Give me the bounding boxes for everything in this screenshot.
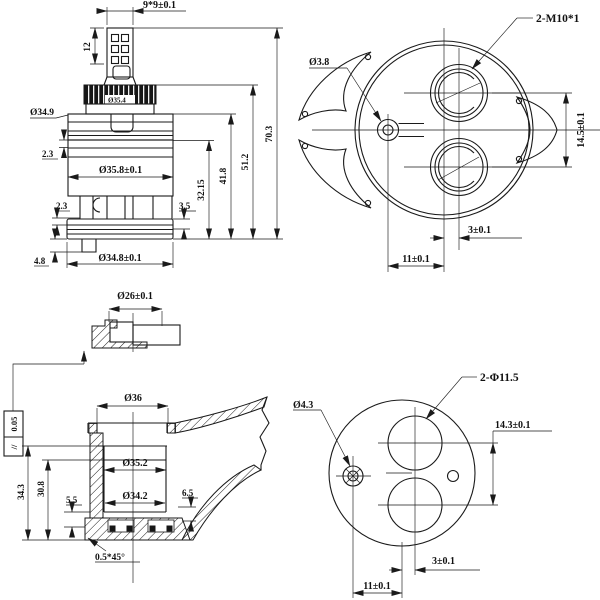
parallelism-symbol: //: [9, 444, 19, 450]
spout-wall-lower: [181, 464, 262, 541]
dim-ring-dia: Ø26±0.1: [117, 291, 153, 302]
spout-wall-upper: [174, 396, 268, 434]
dim-base-dia: Ø34.8±0.1: [98, 253, 141, 264]
dim-h-shoulder: 32.15: [197, 179, 207, 201]
callout-holes: 2-Φ11.5: [480, 372, 519, 384]
label-pilot-dia: Ø3.8: [309, 57, 329, 68]
label-collar-dia: Ø34.9: [30, 108, 54, 118]
dim-body-dia: Ø35.8±0.1: [99, 165, 142, 176]
dim-depth-total: 34.3: [16, 484, 26, 500]
cartridge-base-section: Ø36: [84, 393, 270, 583]
cutout-wings: [298, 51, 558, 209]
label-pilot-dia-bottom: Ø4.3: [293, 400, 313, 411]
section-view: Ø26±0.1 0.05 // Ø36: [3, 291, 270, 583]
dim-outer-dia: Ø36: [124, 393, 142, 404]
dim-stem-height: 12: [83, 42, 93, 52]
stem-hole: [110, 33, 120, 43]
dim-h-gear: 51.2: [241, 153, 251, 170]
bottom-circular-view: 2-Φ11.5 Ø4.3 14.3±0.1 3±0.1 11±0.1: [293, 372, 552, 598]
dim-flange-lip: 3.5: [179, 201, 191, 211]
dim-hole-offset: 3±0.1: [468, 225, 491, 236]
dim-leg-step: 2.3: [56, 201, 68, 211]
retaining-ring-part: Ø26±0.1: [91, 291, 181, 352]
top-view-dimensions: 2-M10*1 Ø3.8 14.5±0.1 3±0.1 11±0.1: [309, 13, 587, 269]
side-view: 9*9±0.1 12 Ø34.9 Ø35.4 2.3 Ø35.8±0.1 2.3…: [30, 0, 283, 268]
dim-h-total: 70.3: [265, 125, 275, 142]
section-view-dimensions: Ø35.2 Ø34.2 6.5 5.5 34.3 30.8 0.5*45°: [16, 445, 198, 563]
bottom-view-dimensions: 2-Φ11.5 Ø4.3 14.3±0.1 3±0.1 11±0.1: [293, 372, 552, 596]
label-gear-dia: Ø35.4: [108, 97, 126, 105]
water-hole-bottom: [387, 477, 443, 533]
callout-thread: 2-M10*1: [536, 13, 580, 25]
side-view-outline: [66, 27, 174, 253]
screw-hole: [342, 465, 364, 487]
dim-step-right: 6.5: [182, 488, 194, 498]
dim-hole-spacing-bottom: 14.3±0.1: [495, 420, 531, 431]
side-view-dimensions: 9*9±0.1 12 Ø34.9 Ø35.4 2.3 Ø35.8±0.1 2.3…: [30, 0, 283, 268]
dim-step-left: 5.5: [66, 495, 78, 505]
dim-lower-bore: Ø34.2: [122, 491, 147, 502]
threaded-hole-top: [429, 63, 489, 123]
dim-pilot-offset: 11±0.1: [402, 254, 429, 265]
parallelism-tolerance: 0.05: [9, 417, 19, 432]
water-hole-top: [387, 415, 443, 471]
dim-chamfer: 0.5*45°: [95, 552, 125, 563]
pilot-hole: [376, 118, 424, 142]
dim-stem-square: 9*9±0.1: [143, 0, 176, 11]
dim-upper-bore: Ø35.2: [122, 458, 147, 469]
dim-depth-inner: 30.8: [36, 481, 46, 497]
dim-h-cap: 41.8: [219, 167, 229, 184]
dim-foot-height: 4.8: [34, 256, 46, 266]
dim-hole-spacing: 14.5±0.1: [576, 112, 587, 148]
alignment-hole: [446, 469, 460, 483]
dim-pilot-offset-bottom: 11±0.1: [363, 581, 390, 592]
parallelism-frame: 0.05 //: [3, 350, 87, 457]
dim-cap-lip: 2.3: [42, 149, 54, 159]
threaded-hole-bottom: [429, 137, 489, 197]
dim-hole-offset-bottom: 3±0.1: [432, 556, 455, 567]
top-circular-view: 2-M10*1 Ø3.8 14.5±0.1 3±0.1 11±0.1: [298, 13, 600, 272]
